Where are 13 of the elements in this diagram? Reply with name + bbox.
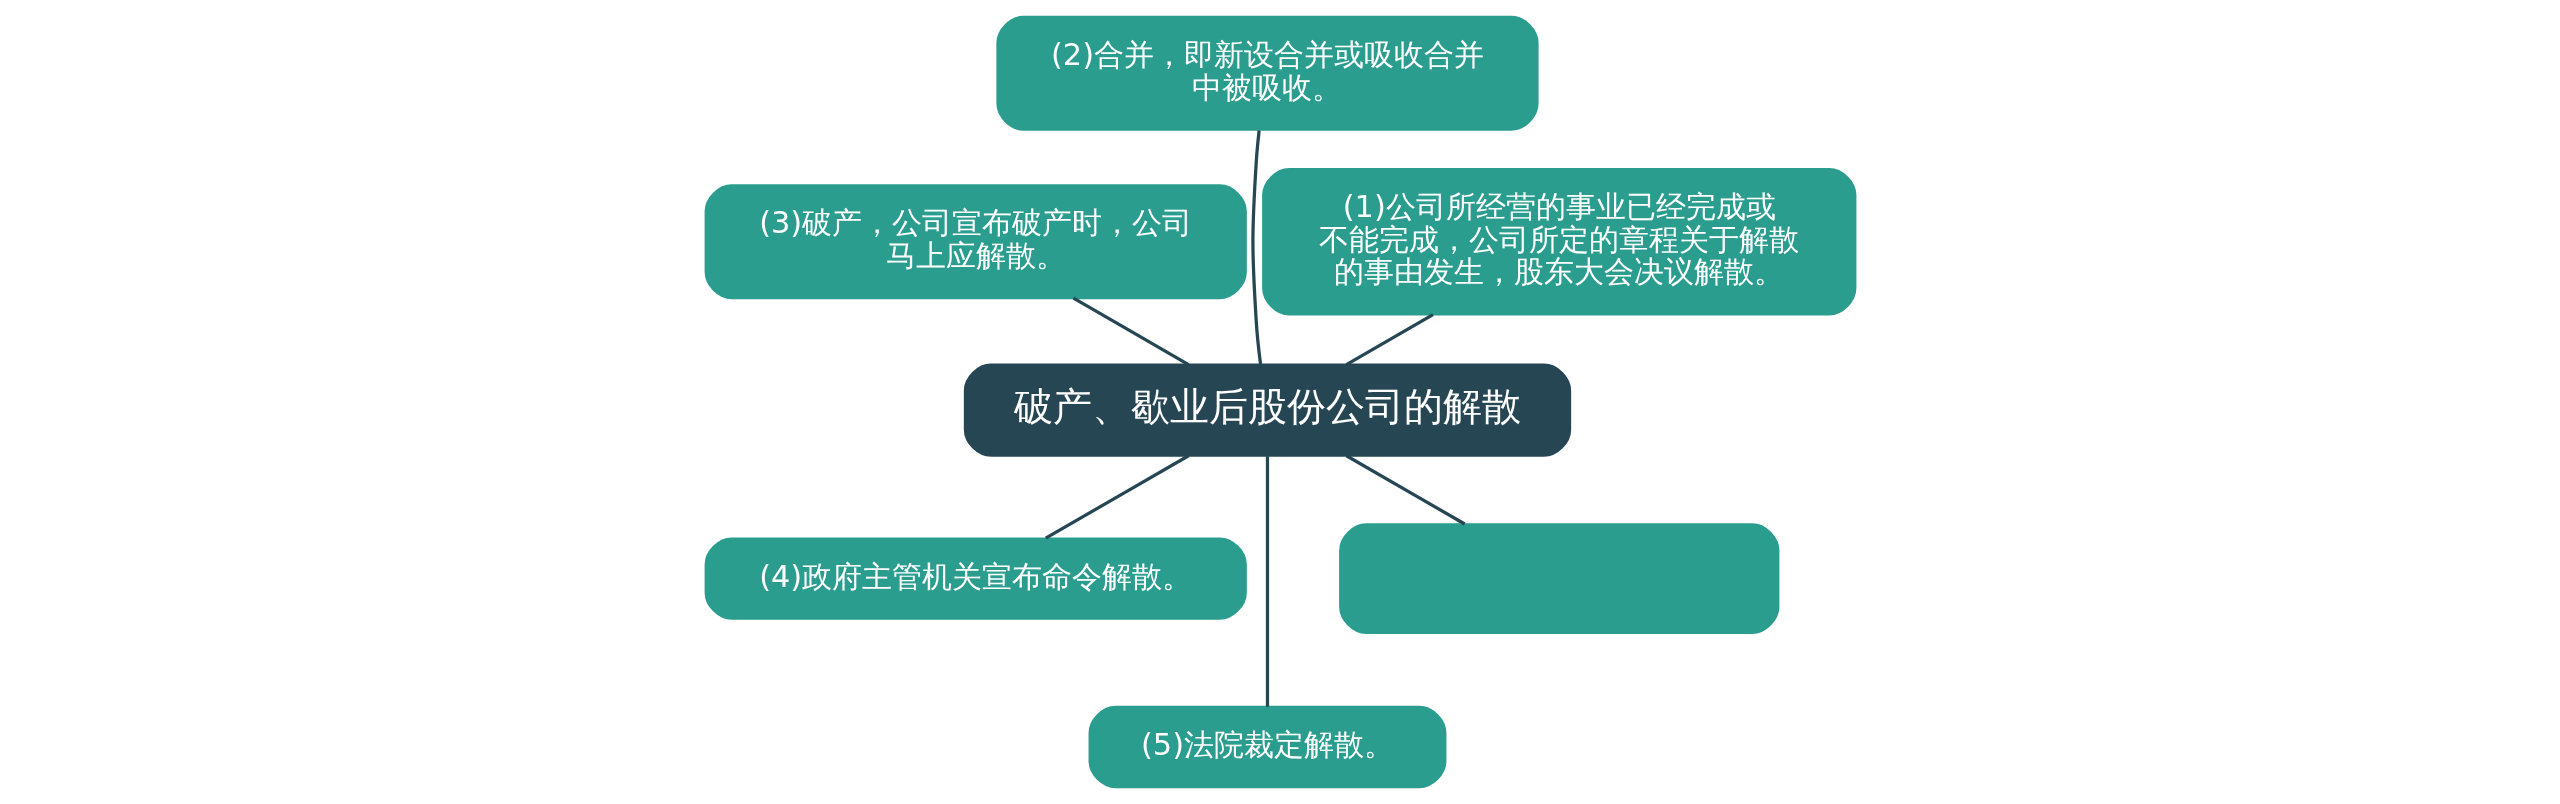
connector [1345,313,1434,366]
connector [1265,456,1269,707]
node-box: (1)公司所经营的事业已经完成或不能完成，公司所定的章程关于解散的事由发生，股东大会决议解散。 [1261,167,1856,316]
node-box: 破产、歇业后股份公司的解散 [963,363,1571,457]
connector [1044,454,1189,540]
node-box: (4)政府主管机关宣布命令解散。 [704,537,1247,620]
connector [1072,296,1189,366]
connector [1345,454,1465,526]
node-box: (3)破产，公司宣布破产时，公司马上应解散。 [704,184,1247,300]
node-box [1338,523,1779,634]
node-box: (5)法院裁定解散。 [1088,705,1446,789]
connector [1250,130,1262,365]
node-box: (2)合并，即新设合并或吸收合并中被吸收。 [995,15,1539,131]
